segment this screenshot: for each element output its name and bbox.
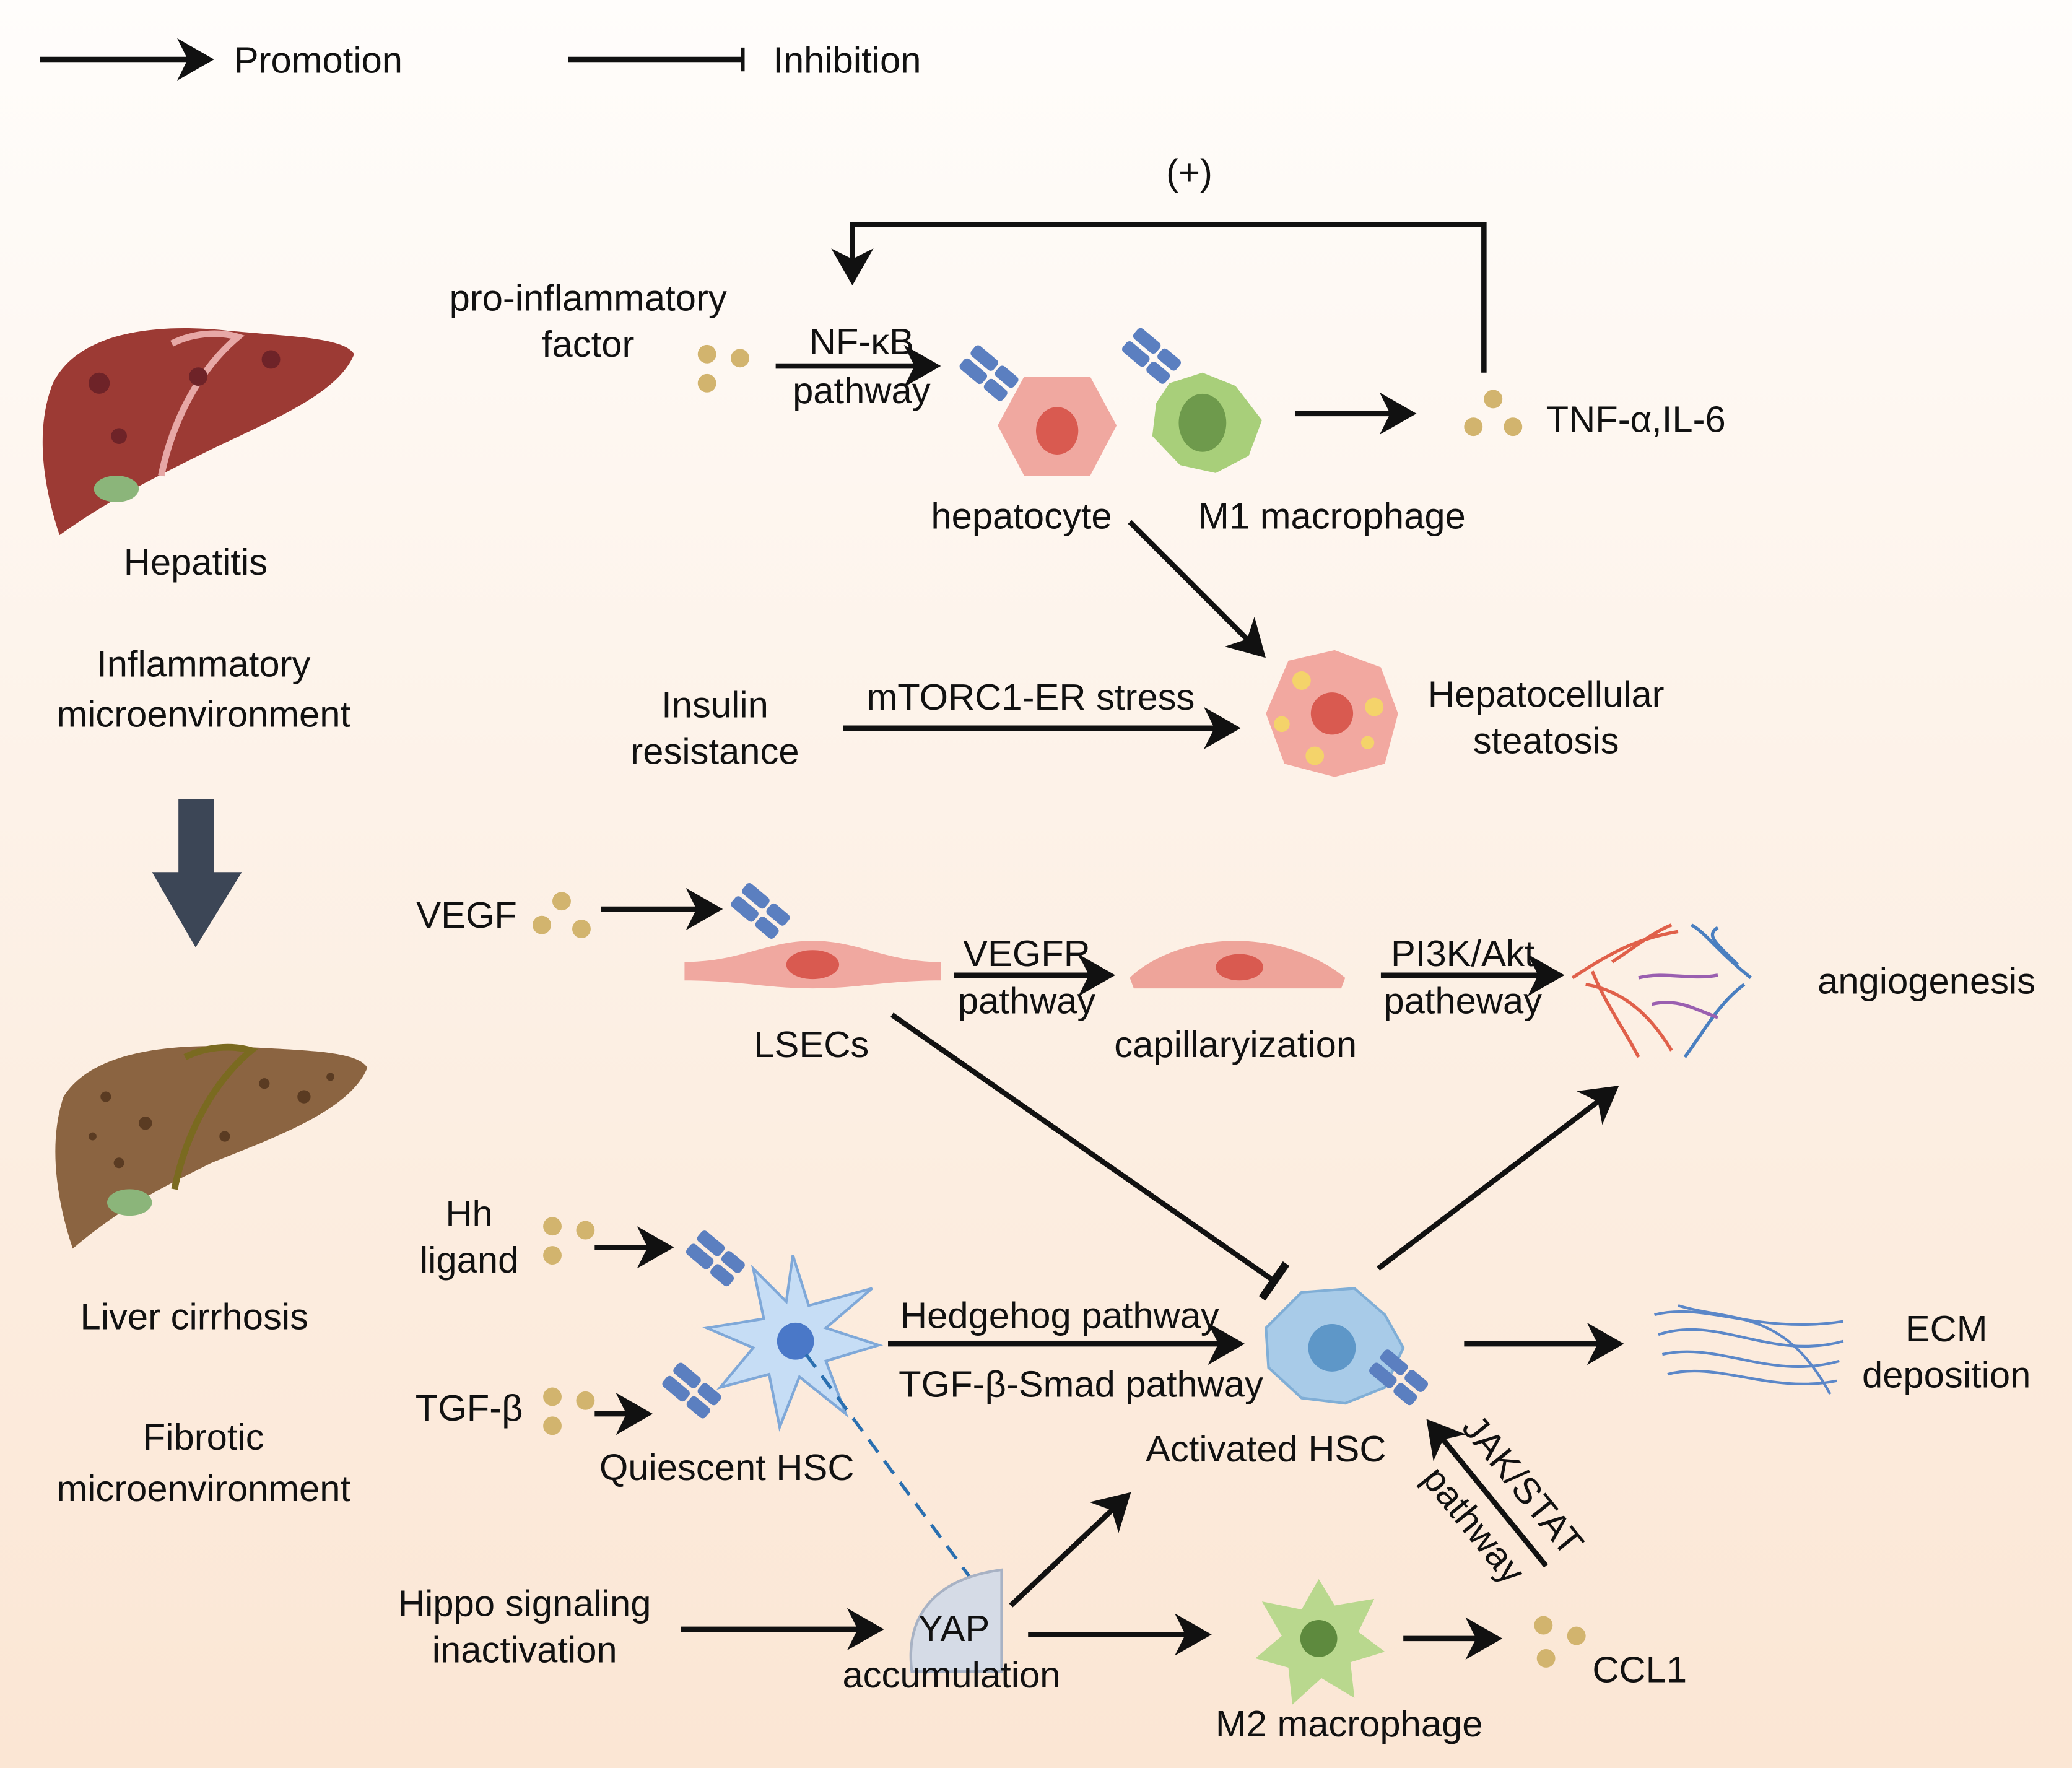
lsecs-label: LSECs [754, 1024, 869, 1065]
pro-inflammatory-factor-dots-icon [697, 344, 749, 393]
m2-macrophage-label: M2 macrophage [1216, 1703, 1483, 1744]
pi3k-pathway-label: patheway [1383, 980, 1542, 1022]
hepatocyte-to-steatosis-arrow [1128, 520, 1266, 658]
tnf-il6-label: TNF-α,IL-6 [1546, 399, 1726, 440]
mtorc1-label: mTORC1-ER stress [867, 676, 1195, 718]
hsc-yap-dashed-link [804, 1353, 973, 1580]
m2-macrophage-cell-icon [1255, 1579, 1385, 1705]
progression-arrow-icon [152, 799, 242, 947]
legend: Promotion Inhibition [40, 38, 921, 81]
angiogenesis-vessels-icon [1571, 923, 1752, 1058]
insulin-label-1: Insulin [661, 684, 768, 726]
steatosis-cell-icon [1266, 650, 1398, 777]
ecm-label-1: ECM [1905, 1308, 1988, 1349]
legend-promotion: Promotion [234, 39, 403, 81]
vegf-dots-icon [533, 892, 591, 938]
feedback-arrow [831, 222, 1487, 373]
yap-icon [909, 1568, 1003, 1673]
tgfb-label: TGF-β [416, 1387, 523, 1429]
pro-inflammatory-label-1: pro-inflammatory [450, 277, 727, 318]
hh-label-2: ligand [420, 1239, 518, 1281]
hedgehog-label: Hedgehog pathway [900, 1294, 1219, 1336]
tgfb-smad-label: TGF-β-Smad pathway [899, 1363, 1263, 1404]
tgfb-dots-icon [543, 1387, 595, 1435]
hippo-label-1: Hippo signaling [398, 1583, 651, 1624]
nfkb-pathway-label: pathway [793, 370, 931, 411]
hh-dots-icon [543, 1217, 595, 1265]
hh-label-1: Hh [445, 1193, 492, 1234]
cirrhosis-liver-icon [55, 1043, 368, 1249]
lsec-inhibits-hsc-line [890, 1012, 1290, 1301]
hippo-label-2: inactivation [432, 1629, 617, 1670]
nfkb-label: NF-κB [809, 321, 914, 362]
quiescent-hsc-cell-icon [660, 1229, 884, 1432]
vegf-label: VEGF [416, 894, 517, 936]
hepatocyte-label: hepatocyte [931, 495, 1112, 537]
capillarized-cell-icon [1130, 941, 1346, 989]
pi3k-label: PI3K/Akt [1391, 933, 1535, 974]
steatosis-label-1: Hepatocellular [1428, 674, 1665, 715]
fibrotic-label-1: Fibrotic [143, 1416, 264, 1458]
vegfr-pathway-label: pathway [958, 980, 1096, 1022]
insulin-label-2: resistance [630, 730, 799, 772]
legend-inhibition: Inhibition [773, 39, 921, 81]
hepatocyte-cell-icon [957, 343, 1117, 476]
yap-to-hsc-arrow [1009, 1492, 1131, 1608]
feedback-label: (+) [1166, 152, 1212, 193]
ccl1-label: CCL1 [1592, 1648, 1687, 1690]
m1-macrophage-cell-icon [1120, 326, 1262, 473]
cirrhosis-label: Liver cirrhosis [81, 1296, 308, 1338]
pro-inflammatory-label-2: factor [542, 323, 634, 365]
activated-hsc-cell-icon [1265, 1287, 1430, 1407]
inflammatory-label-2: microenvironment [56, 694, 350, 735]
ecm-label-2: deposition [1862, 1354, 2031, 1395]
vegfr-label: VEGFR [963, 933, 1090, 974]
angiogenesis-label: angiogenesis [1817, 960, 2035, 1002]
hepatitis-liver-icon [42, 328, 354, 536]
yap-label: YAP [918, 1608, 990, 1649]
m1-macrophage-label: M1 macrophage [1198, 495, 1466, 537]
jakstat-arrow [1426, 1419, 1548, 1568]
inflammatory-label-1: Inflammatory [97, 643, 310, 684]
lsec-cell-icon [684, 881, 941, 989]
activated-hsc-label: Activated HSC [1146, 1428, 1386, 1470]
ecm-fibers-icon [1654, 1304, 1844, 1395]
capillaryization-label: capillaryization [1114, 1024, 1357, 1065]
cytokine-dots-icon [1464, 390, 1523, 437]
ccl1-dots-icon [1534, 1616, 1586, 1668]
steatosis-label-2: steatosis [1473, 720, 1619, 761]
hepatitis-label: Hepatitis [124, 541, 268, 583]
yap-accumulation-label: accumulation [842, 1654, 1060, 1696]
quiescent-hsc-label: Quiescent HSC [599, 1447, 855, 1488]
fibrotic-label-2: microenvironment [56, 1468, 350, 1509]
hsc-to-angiogenesis-arrow [1377, 1086, 1619, 1271]
